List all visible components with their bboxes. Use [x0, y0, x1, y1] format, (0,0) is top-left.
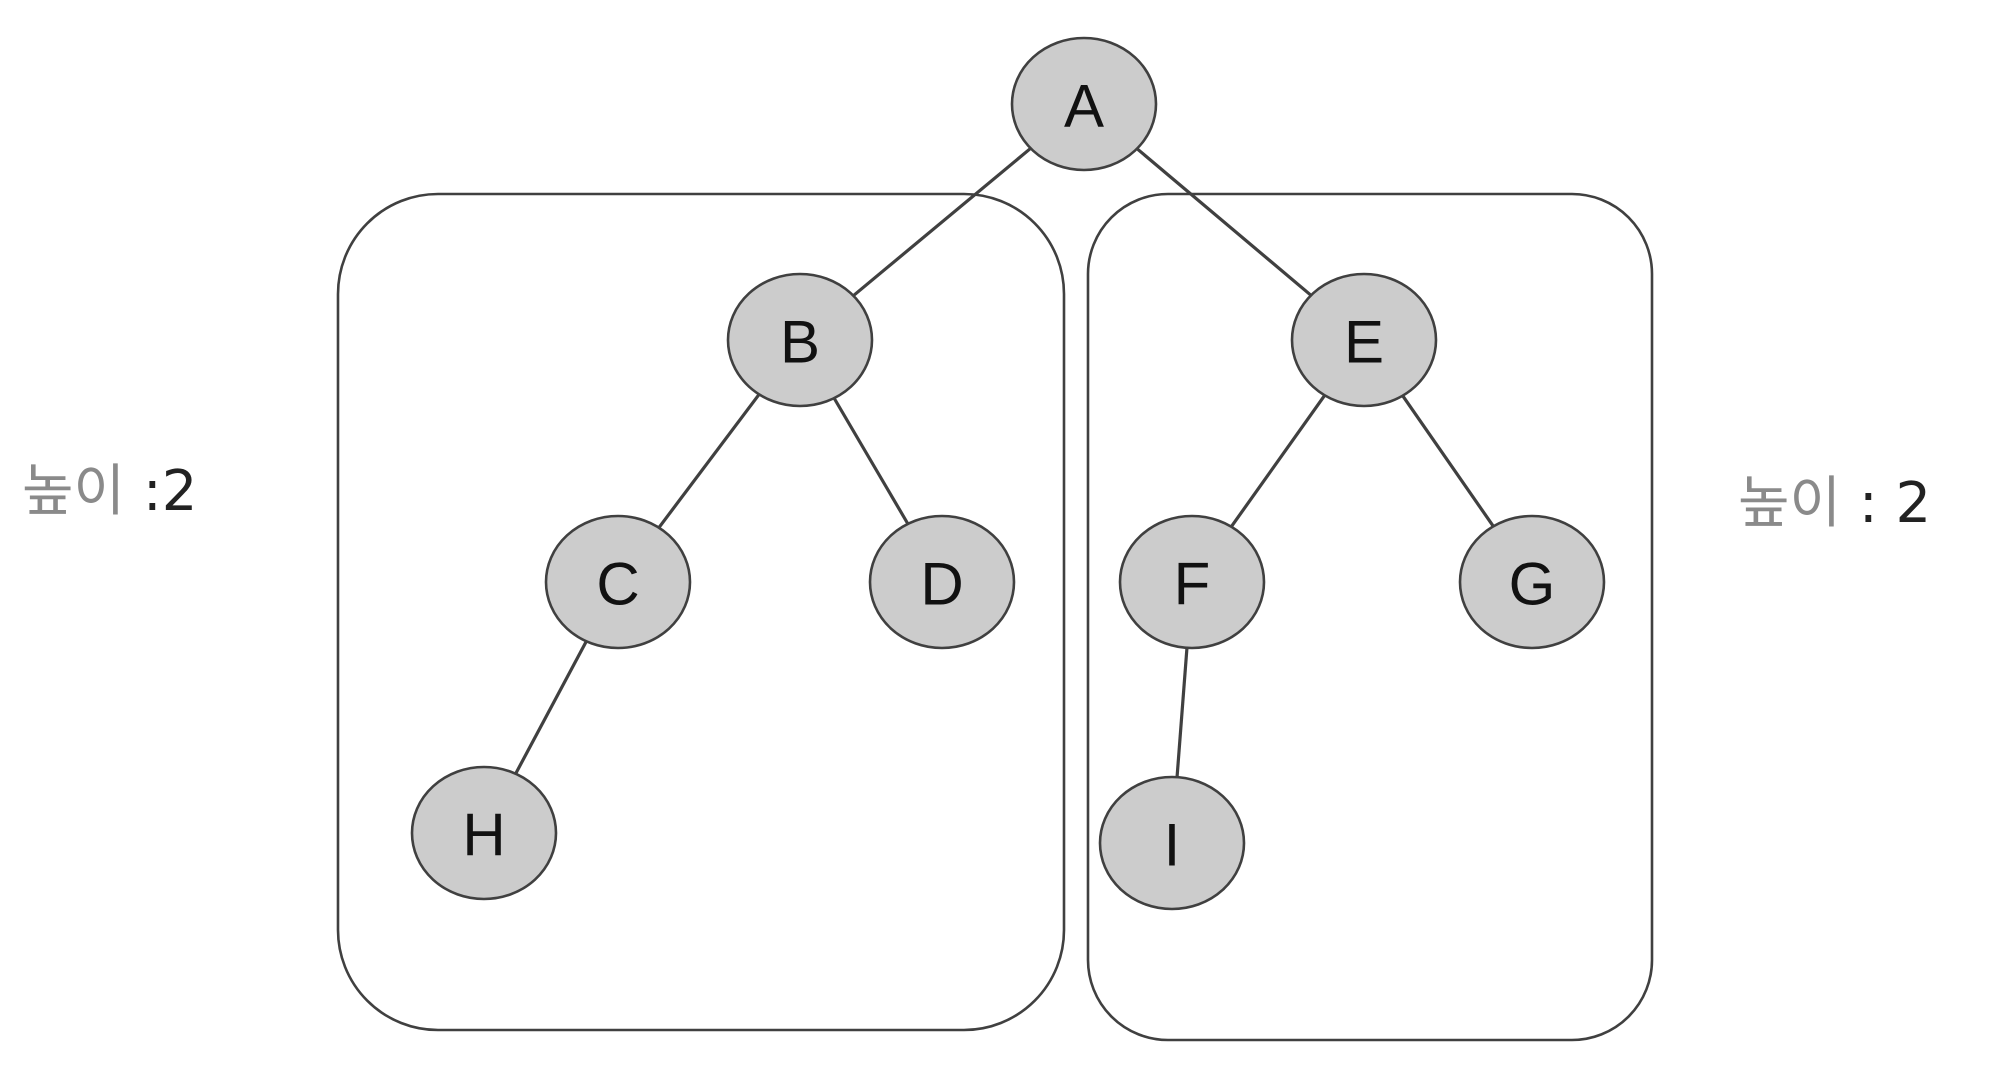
node-circle	[544, 514, 692, 650]
edge-a-b	[852, 147, 1032, 297]
edge-e-f	[1229, 394, 1327, 528]
edge-b-c	[657, 393, 761, 529]
node-circle	[1010, 36, 1158, 172]
node-label: G	[1509, 551, 1556, 618]
node-h: H	[410, 765, 558, 901]
node-circle	[1290, 272, 1438, 408]
node-label: A	[1064, 73, 1104, 140]
node-label: F	[1174, 551, 1211, 618]
node-circle	[726, 272, 874, 408]
left-height-value: 2	[162, 459, 198, 524]
node-c: C	[544, 514, 692, 650]
right-subtree-box	[1086, 192, 1654, 1042]
edge-f-i	[1175, 647, 1189, 778]
right-height-word: 높이	[1738, 471, 1841, 536]
edge-e-g	[1401, 394, 1495, 528]
node-circle	[868, 514, 1016, 650]
tree-nodes: A B C D E F G H I	[410, 36, 1606, 911]
edge-c-h	[514, 640, 588, 775]
right-height-value: 2	[1896, 471, 1932, 536]
node-label: H	[462, 802, 505, 869]
left-height-separator: :	[125, 459, 162, 524]
node-label: E	[1344, 309, 1384, 376]
node-circle	[1098, 775, 1246, 911]
edge-b-d	[832, 397, 910, 525]
node-label: C	[596, 551, 639, 618]
node-label: I	[1164, 812, 1181, 879]
node-circle	[410, 765, 558, 901]
edge-a-e	[1135, 147, 1313, 297]
node-a: A	[1010, 36, 1158, 172]
node-d: D	[868, 514, 1016, 650]
left-subtree-box	[336, 192, 1066, 1032]
node-f: F	[1118, 514, 1266, 650]
left-height-word: 높이	[22, 459, 125, 524]
right-height-separator: :	[1841, 471, 1895, 536]
node-b: B	[726, 272, 874, 408]
right-height-label: 높이 : 2	[1738, 471, 1931, 536]
node-i: I	[1098, 775, 1246, 911]
node-label: D	[920, 551, 963, 618]
node-label: B	[780, 309, 820, 376]
node-circle	[1118, 514, 1266, 650]
left-height-label: 높이 :2	[22, 459, 197, 524]
node-g: G	[1458, 514, 1606, 650]
node-e: E	[1290, 272, 1438, 408]
node-circle	[1458, 514, 1606, 650]
tree-edges	[514, 147, 1495, 778]
